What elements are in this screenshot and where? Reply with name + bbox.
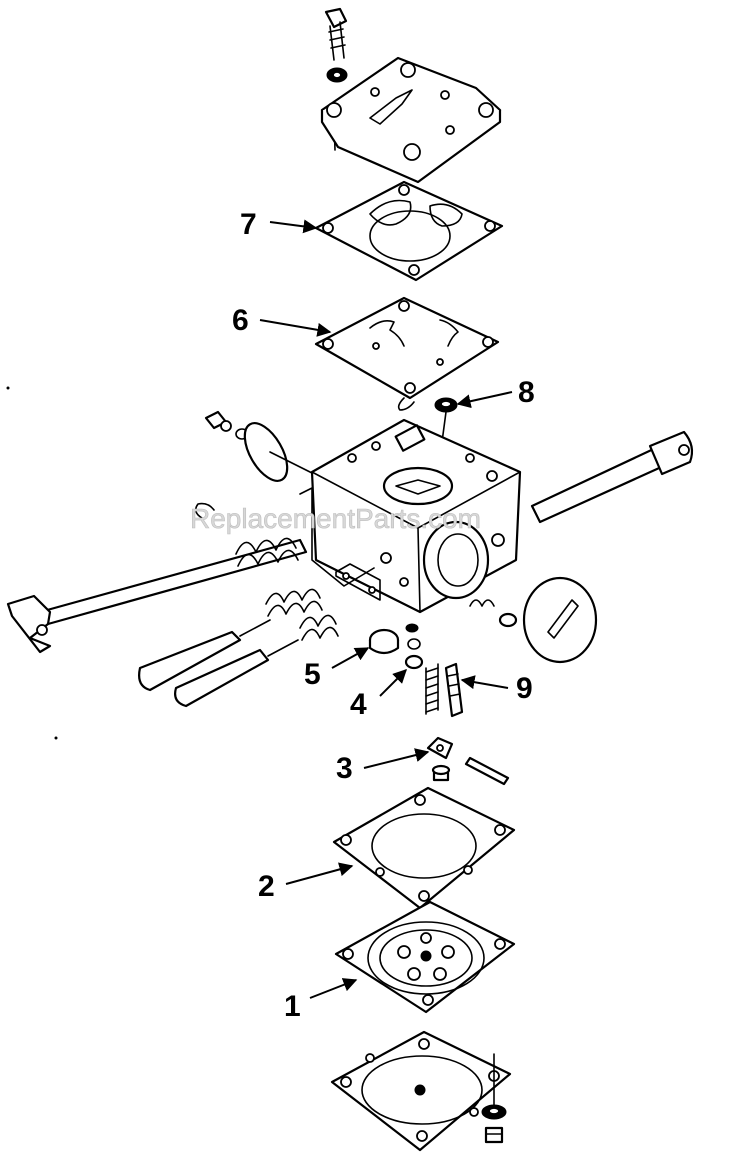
metering-spring [425,663,439,715]
fuel-pump-plug [469,599,518,628]
leader-4 [379,669,407,697]
lever-pin [464,756,510,786]
callout-7: 7 [240,208,257,241]
leader-8 [456,391,513,409]
high-speed-needle [138,619,271,692]
leader-3 [363,748,430,769]
callout-9: 9 [516,672,533,705]
callout-3: 3 [336,752,353,785]
callout-5: 5 [304,658,321,691]
gasket-2 [332,786,516,910]
choke-spring [235,537,299,567]
watermark: ReplacementParts.com [190,503,481,534]
needle-seat-4 [404,623,424,670]
needle-spring-upper [265,588,323,617]
callout-4: 4 [350,688,367,721]
low-speed-needle [174,639,299,708]
plug-5 [368,628,400,655]
needle-spring-lower [299,614,339,641]
bottom-cover [330,1030,512,1152]
pump-cover [320,56,502,184]
stray-dot [54,736,58,740]
stray-dot [6,386,10,390]
diaphragm-6 [314,296,500,411]
inlet-screen-8 [434,397,458,443]
carburetor-body [299,418,522,614]
throttle-shaft [530,430,694,524]
diaphragm-1 [334,900,516,1014]
idle-screw-small [204,410,249,440]
bottom-screw [481,1053,507,1144]
metering-lever-3 [426,736,454,760]
welch-plug [522,576,598,664]
choke-shaft [6,502,308,654]
callout-6: 6 [232,304,249,337]
leader-2 [285,862,354,885]
throttle-valve-disc [243,422,315,482]
gasket-7 [314,180,504,282]
leader-9 [460,675,509,690]
leader-1 [309,978,358,999]
leader-7 [269,219,318,234]
leader-5 [331,647,370,669]
lever-screw [431,764,451,782]
leader-6 [259,319,332,337]
inlet-needle-9 [444,662,464,718]
callout-8: 8 [518,376,535,409]
callout-1: 1 [284,990,301,1023]
callout-2: 2 [258,870,275,903]
